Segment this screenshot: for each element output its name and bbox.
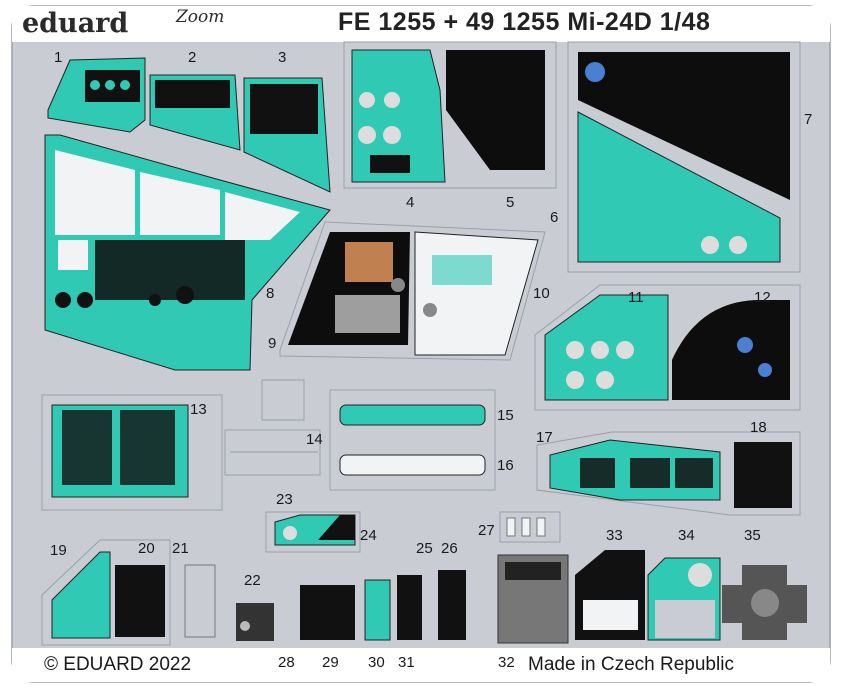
- part-19-21-panel: [41, 539, 216, 646]
- part-label-18: 18: [750, 419, 767, 436]
- part-label-12: 12: [754, 289, 771, 306]
- part-label-14: 14: [306, 431, 323, 448]
- part-label-28: 28: [278, 654, 295, 671]
- part-label-19: 19: [50, 542, 67, 559]
- part-label-2: 2: [188, 49, 196, 66]
- part-label-15: 15: [497, 407, 514, 424]
- part-label-8: 8: [266, 285, 274, 302]
- part-15-16-strips: [329, 389, 496, 491]
- part-label-1: 1: [54, 49, 62, 66]
- part-33-35-panels: [575, 550, 807, 641]
- part-2-panel: [149, 74, 241, 151]
- part-22-24-panel: [236, 511, 361, 641]
- part-label-33: 33: [606, 527, 623, 544]
- fret-footer-band: [12, 648, 830, 682]
- copyright-text: © EDUARD 2022: [44, 654, 192, 675]
- part-label-10: 10: [533, 285, 550, 302]
- part-label-9: 9: [268, 335, 276, 352]
- sheet-title: FE 1255 + 49 1255 Mi-24D 1/48: [338, 8, 711, 36]
- part-4-5-panel: [343, 41, 557, 189]
- origin-text: Made in Czech Republic: [528, 654, 734, 675]
- part-label-32: 32: [498, 654, 515, 671]
- part-label-6: 6: [550, 209, 558, 226]
- fret-header-band: [12, 6, 830, 42]
- part-label-24: 24: [360, 527, 377, 544]
- part-label-16: 16: [497, 457, 514, 474]
- part-label-34: 34: [678, 527, 695, 544]
- part-label-7: 7: [804, 111, 812, 128]
- part-label-17: 17: [536, 429, 553, 446]
- part-13-14-panel: [41, 379, 321, 511]
- part-label-30: 30: [368, 654, 385, 671]
- part-8-main-panel: [44, 134, 331, 371]
- part-label-29: 29: [322, 654, 339, 671]
- part-17-18-panel: [536, 431, 801, 516]
- part-25-32-panels: [300, 554, 569, 644]
- part-label-21: 21: [172, 540, 189, 557]
- part-number-labels: 1 2 3 4 5 6 7 8 9 10 11 12 13 14 15 16 1…: [50, 49, 812, 671]
- part-label-35: 35: [744, 527, 761, 544]
- part-label-27: 27: [478, 522, 495, 539]
- part-label-22: 22: [244, 572, 261, 589]
- part-label-5: 5: [506, 194, 514, 211]
- brand-logo: eduard: [22, 8, 129, 39]
- part-27-tabs: [499, 511, 561, 543]
- part-label-3: 3: [278, 49, 286, 66]
- part-3-panel: [243, 77, 331, 193]
- part-label-11: 11: [628, 289, 644, 306]
- brand-sub-logo: Zoom: [176, 7, 225, 27]
- part-label-25: 25: [416, 540, 433, 557]
- part-label-23: 23: [276, 491, 293, 508]
- part-label-26: 26: [441, 540, 458, 557]
- part-label-4: 4: [406, 194, 414, 211]
- part-1-panel: [47, 57, 146, 133]
- part-6-7-panel: [567, 41, 801, 273]
- part-label-20: 20: [138, 540, 155, 557]
- part-label-31: 31: [398, 654, 415, 671]
- part-label-13: 13: [190, 401, 207, 418]
- part-9-10-panel: [279, 221, 546, 361]
- part-11-12-panel: [534, 284, 801, 411]
